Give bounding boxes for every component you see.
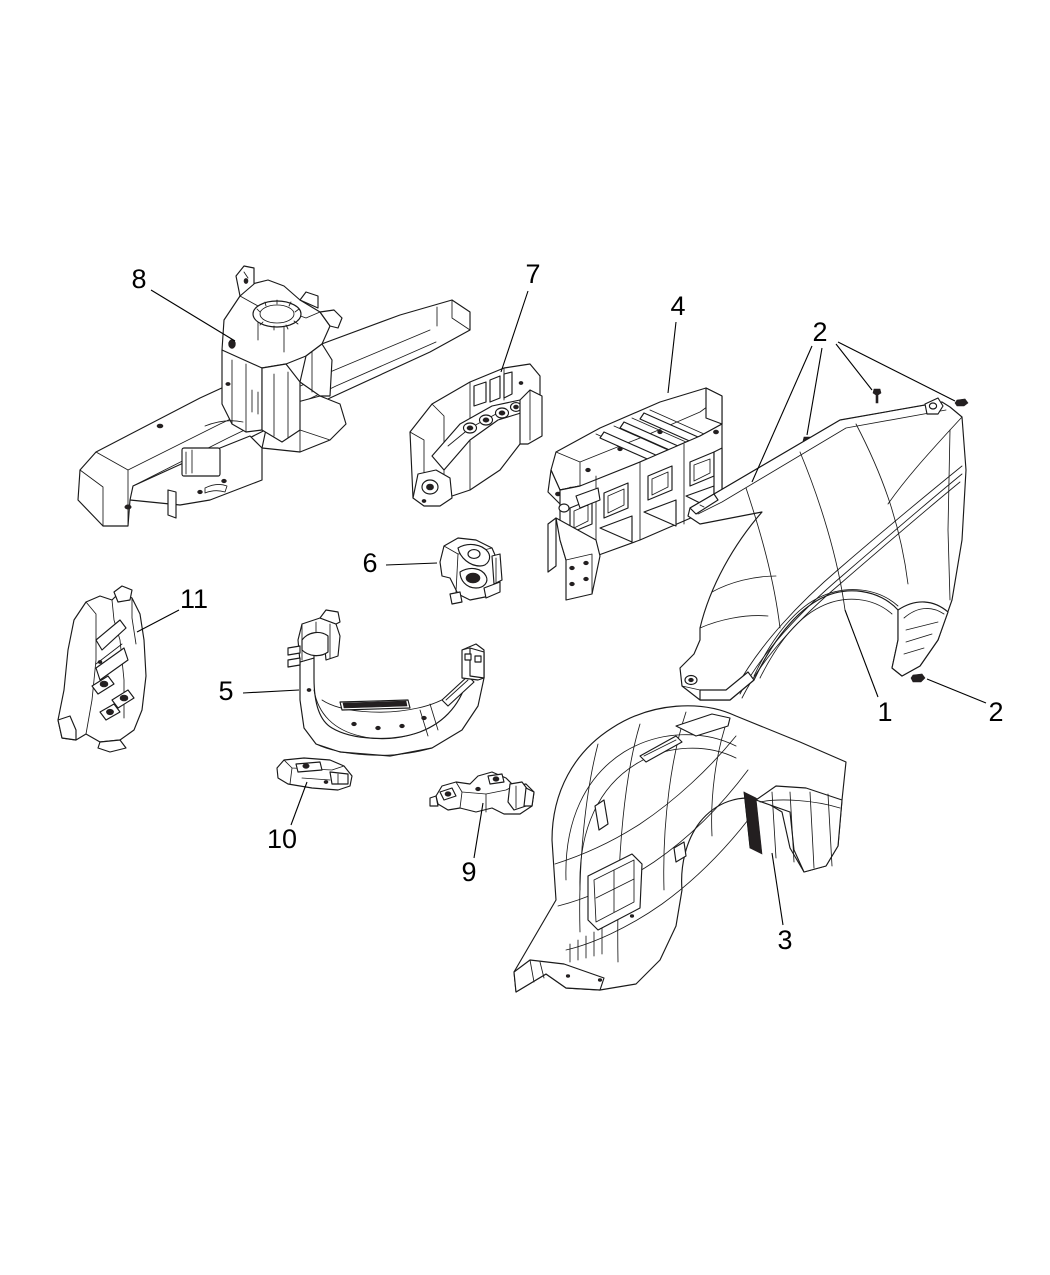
leader-2b (926, 678, 987, 704)
leader-5 (242, 689, 300, 694)
leader-8 (150, 289, 236, 342)
callout-label-1[interactable]: 1 (877, 697, 892, 727)
callout-label-2a[interactable]: 2 (812, 317, 827, 347)
callout-label-9[interactable]: 9 (461, 857, 476, 887)
leader-2a-right (835, 343, 873, 391)
callout-label-10[interactable]: 10 (267, 824, 297, 854)
part-1-front-fender-panel[interactable] (679, 397, 967, 701)
part-8-front-frame-rail-assembly[interactable] (77, 265, 471, 527)
callout-label-5[interactable]: 5 (218, 676, 233, 706)
part-6-upper-hinge-bracket[interactable] (439, 537, 503, 605)
leader-1 (844, 609, 879, 698)
part-10-splash-shield-bracket[interactable] (276, 757, 353, 791)
part-3-front-wheelhouse-liner[interactable] (513, 705, 847, 993)
callout-label-11[interactable]: 11 (180, 584, 208, 614)
callout-label-4[interactable]: 4 (670, 291, 685, 321)
leader-2a-mid (806, 347, 823, 436)
callout-numbers: 8 7 4 2 6 11 5 1 2 10 9 3 (131, 259, 1003, 955)
leader-10 (290, 781, 308, 826)
part-9-lower-mounting-bracket[interactable] (429, 771, 535, 815)
fender-screw-upper-right (872, 388, 882, 404)
leader-9 (473, 802, 484, 859)
part-5-lower-radiator-crossmember[interactable] (287, 609, 485, 757)
callout-label-7[interactable]: 7 (525, 259, 540, 289)
part-11-wheelhouse-reinforcement[interactable] (57, 585, 147, 753)
callout-label-8[interactable]: 8 (131, 264, 146, 294)
leader-2a-corner (837, 341, 956, 402)
fender-screw-lower (910, 673, 926, 683)
callout-label-6[interactable]: 6 (362, 548, 377, 578)
leader-6 (385, 562, 438, 566)
leader-11 (136, 609, 180, 633)
leader-2a-left (751, 345, 813, 483)
leader-3 (771, 852, 784, 926)
part-7-front-rail-extension-closeout[interactable] (409, 363, 543, 507)
part-4-front-structural-node-casting[interactable] (547, 387, 723, 601)
callout-label-2b[interactable]: 2 (988, 697, 1003, 727)
fender-screw-top-corner (954, 398, 969, 407)
leader-4 (667, 321, 677, 394)
leader-7 (500, 290, 529, 373)
leader-lines (136, 289, 987, 926)
callout-label-3[interactable]: 3 (777, 925, 792, 955)
